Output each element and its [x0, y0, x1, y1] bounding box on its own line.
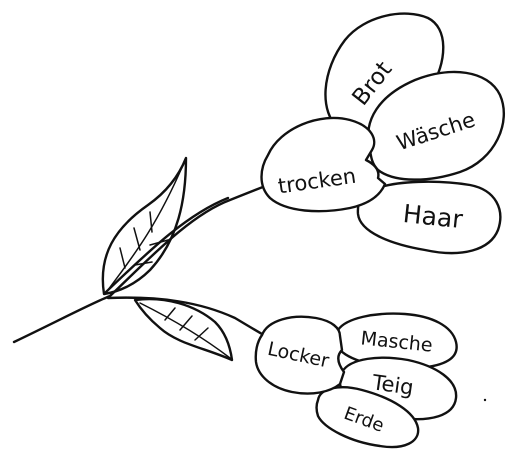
upper-leaf — [103, 158, 186, 294]
lower-branch — [108, 298, 262, 334]
ink-speck — [484, 399, 486, 401]
